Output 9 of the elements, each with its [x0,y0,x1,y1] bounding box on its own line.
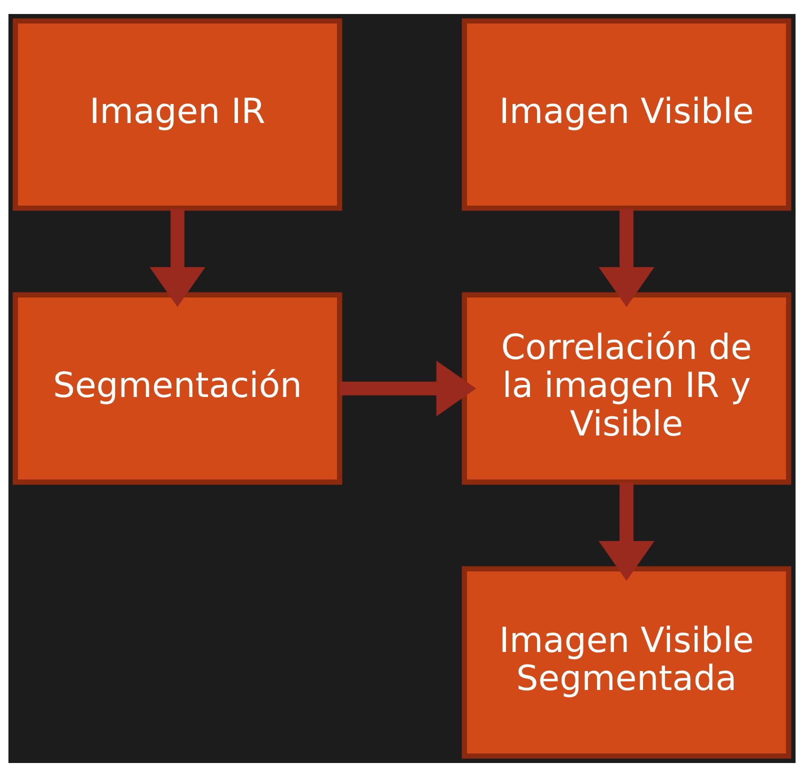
node-box: Imagen Visible [462,18,792,210]
arrow [598,208,654,306]
node-box: Imagen Visible Segmentada [462,566,792,758]
arrow [150,208,206,306]
arrow [598,482,654,580]
node-box: Correlación de la imagen IR y Visible [462,292,792,484]
node-box: Segmentación [12,292,342,484]
node-box: Imagen IR [12,18,342,210]
arrow [340,360,476,416]
